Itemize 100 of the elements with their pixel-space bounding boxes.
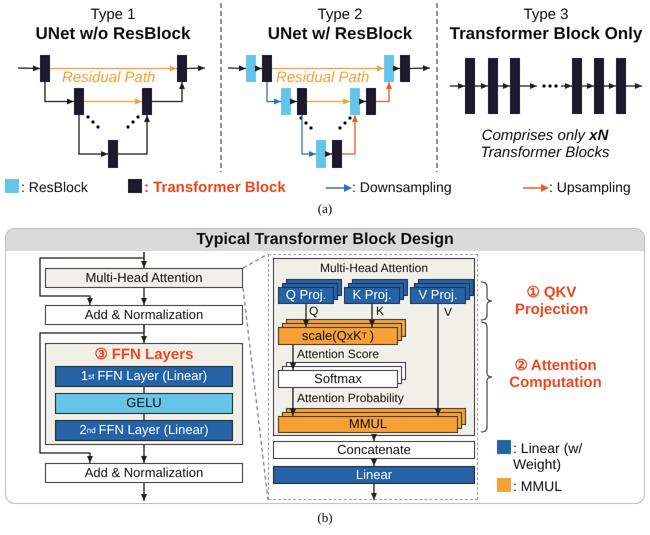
- arrow: [78, 115, 108, 157]
- arrow: [626, 83, 642, 89]
- arrow: [307, 98, 350, 104]
- arrow: [272, 66, 384, 72]
- arrow: [359, 98, 366, 104]
- transformer-block: [366, 88, 376, 115]
- type-label: Type 1: [89, 6, 137, 24]
- activation-box: GELU: [55, 393, 233, 414]
- arrow: [303, 304, 309, 327]
- process-box: Concatenate: [273, 441, 475, 459]
- transformer-block: [297, 88, 307, 115]
- arrow: [152, 82, 185, 102]
- transformer-block: [177, 55, 187, 82]
- group-title: ③ FFN Layers: [94, 347, 194, 364]
- arrow: [228, 65, 246, 72]
- arrow: [604, 83, 616, 89]
- transformer-block: [262, 55, 272, 82]
- arrow: [393, 66, 400, 72]
- arrow: [141, 288, 147, 305]
- resblock: [246, 55, 256, 82]
- transformer-block: [332, 140, 342, 168]
- transformer-block: [572, 58, 582, 114]
- connector-line: [242, 288, 269, 500]
- edge-label: V: [444, 306, 452, 320]
- arrow: [290, 345, 296, 370]
- linear-layer-box: 2$^{nd}$ FFN Layer (Linear): [55, 420, 233, 441]
- arrow: [301, 115, 316, 157]
- arrow: [290, 98, 297, 104]
- process-box: Multi-Head Attention: [45, 268, 243, 288]
- connector-line: [143, 414, 145, 420]
- note-text: Comprises only xN Transformer Blocks: [480, 127, 610, 162]
- group-title: Multi-Head Attention: [318, 262, 430, 276]
- zoom-frame: [268, 254, 478, 500]
- arrow: [561, 83, 572, 89]
- transformer-block: [74, 88, 84, 115]
- arrow: [376, 82, 392, 102]
- connector-line: [242, 253, 268, 269]
- linear-layer-box: Linear: [273, 466, 475, 484]
- arrow: [84, 98, 142, 104]
- resblock: [281, 88, 291, 115]
- type-label: Type 2: [316, 6, 364, 24]
- type-name: UNet w/ ResBlock: [266, 24, 414, 44]
- transformer-block: [40, 55, 50, 82]
- caption: (a): [316, 202, 334, 217]
- arrow: [290, 388, 296, 416]
- arrow: [498, 83, 510, 89]
- transformer-block: [465, 58, 475, 114]
- edge-label: Residual Path: [62, 70, 156, 86]
- arrow: [39, 325, 145, 463]
- arrow: [266, 82, 281, 104]
- legend-text: : Upsampling: [549, 179, 631, 196]
- transformer-block: [400, 55, 410, 82]
- arrow: [582, 83, 594, 89]
- arrow: [39, 252, 145, 305]
- section-label: ① QKV Projection: [514, 284, 590, 318]
- linear-layer-box: 1$^{st}$ FFN Layer (Linear): [55, 366, 233, 387]
- edge-label: Attention Score: [297, 348, 380, 362]
- type-name: UNet w/o ResBlock: [34, 24, 192, 44]
- transformer-block: [616, 58, 626, 114]
- group-box: [273, 258, 475, 436]
- legend-text: : MMUL: [513, 478, 562, 494]
- transformer-block: [594, 58, 604, 114]
- caption: (b): [316, 511, 334, 526]
- type-label: Type 3: [522, 6, 570, 24]
- transformer-block: [488, 58, 498, 114]
- arrow: [342, 115, 358, 155]
- arrow: [141, 483, 147, 501]
- panel-title: Typical Transformer Block Design: [6, 229, 644, 251]
- transformer-block: [108, 140, 118, 168]
- edge-label: K: [376, 305, 384, 318]
- transformer-block: [510, 58, 520, 114]
- arrow: [141, 445, 147, 463]
- arrow: [475, 83, 488, 89]
- legend-text: : Linear (w/ Weight): [513, 440, 584, 472]
- process-box: Add & Normalization: [45, 305, 243, 325]
- arrow: [435, 304, 441, 416]
- arrow: [371, 434, 377, 441]
- process-box: Add & Normalization: [45, 463, 243, 483]
- arrow: [369, 304, 375, 327]
- transformer-block: [142, 88, 152, 115]
- arrow: [118, 115, 150, 155]
- connector-line: [143, 387, 145, 393]
- resblock: [384, 55, 394, 82]
- edge-label: Q: [309, 305, 318, 318]
- arrow: [371, 459, 377, 466]
- resblock: [350, 88, 360, 115]
- arrow: [325, 151, 332, 157]
- arrow: [186, 65, 206, 72]
- edge-label: Attention Probability: [297, 392, 404, 406]
- legend-text: : Downsampling: [352, 179, 452, 196]
- edge-label: Residual Path: [276, 70, 370, 86]
- legend-text: : Transformer Block: [144, 179, 286, 196]
- resblock: [316, 140, 326, 168]
- type-name: Transformer Block Only: [448, 24, 644, 44]
- arrow: [255, 66, 262, 72]
- legend-text: : ResBlock: [21, 179, 88, 196]
- panel-card: [5, 228, 645, 504]
- arrow: [50, 66, 177, 72]
- arrow: [410, 65, 430, 72]
- section-label: ② Attention Computation: [508, 357, 603, 392]
